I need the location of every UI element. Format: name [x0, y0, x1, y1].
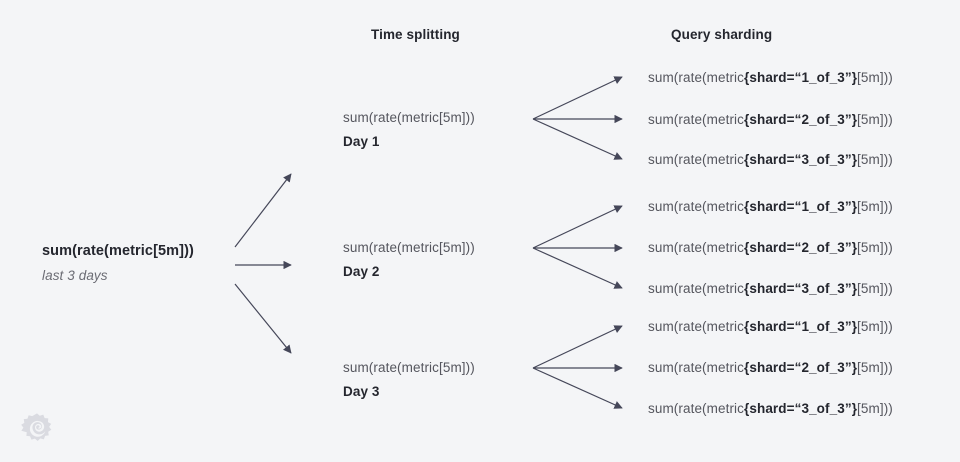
shard-query-row: sum(rate(metric{shard=“1_of_3”}[5m])): [648, 319, 893, 334]
day-2-label: Day 2: [343, 264, 380, 279]
column-header-query-sharding: Query sharding: [671, 27, 773, 42]
day-3-node: sum(rate(metric[5m])) Day 3: [343, 360, 475, 399]
shard-query-row: sum(rate(metric{shard=“3_of_3”}[5m])): [648, 152, 893, 167]
grafana-logo-watermark: [20, 412, 54, 446]
root-query-node: sum(rate(metric[5m])) last 3 days: [42, 243, 194, 283]
root-query-timerange: last 3 days: [42, 268, 108, 283]
shard-query-prefix: sum(rate(metric: [648, 152, 745, 167]
shard-query-row: sum(rate(metric{shard=“2_of_3”}[5m])): [648, 112, 893, 127]
day-3-label: Day 3: [343, 384, 380, 399]
shard-selector: {shard=“3_of_3”}: [744, 401, 858, 416]
edge-day-1-shard-1: [532, 76, 623, 120]
edge-day-3-shard-1: [532, 325, 623, 369]
shard-query-prefix: sum(rate(metric: [648, 360, 745, 375]
shard-query-prefix: sum(rate(metric: [648, 281, 745, 296]
day-1-node: sum(rate(metric[5m])) Day 1: [343, 110, 475, 149]
shard-query-suffix: [5m])): [857, 240, 893, 255]
shard-query-suffix: [5m])): [857, 281, 893, 296]
edge-day-2-shard-1: [532, 205, 623, 249]
shard-query-row: sum(rate(metric{shard=“2_of_3”}[5m])): [648, 240, 893, 255]
day-3-query-expression: sum(rate(metric[5m])): [343, 360, 475, 375]
shard-selector: {shard=“3_of_3”}: [744, 281, 858, 296]
shard-query-suffix: [5m])): [857, 360, 893, 375]
edge-root-to-day-1: [234, 173, 292, 248]
shard-query-prefix: sum(rate(metric: [648, 70, 745, 85]
shard-selector: {shard=“1_of_3”}: [744, 70, 858, 85]
shard-selector: {shard=“2_of_3”}: [744, 240, 858, 255]
shard-query-prefix: sum(rate(metric: [648, 319, 745, 334]
root-query-expression: sum(rate(metric[5m])): [42, 243, 194, 259]
shard-query-row: sum(rate(metric{shard=“1_of_3”}[5m])): [648, 199, 893, 214]
shard-selector: {shard=“1_of_3”}: [744, 319, 858, 334]
edge-day-2-shard-3: [532, 247, 623, 289]
shard-query-prefix: sum(rate(metric: [648, 401, 745, 416]
day-1-query-expression: sum(rate(metric[5m])): [343, 110, 475, 125]
day-2-query-expression: sum(rate(metric[5m])): [343, 240, 475, 255]
shard-query-row: sum(rate(metric{shard=“3_of_3”}[5m])): [648, 401, 893, 416]
shard-query-row: sum(rate(metric{shard=“1_of_3”}[5m])): [648, 70, 893, 85]
edge-day-1-shard-3: [532, 118, 623, 160]
shard-selector: {shard=“3_of_3”}: [744, 152, 858, 167]
edge-root-to-day-3: [234, 283, 292, 354]
column-header-time-splitting: Time splitting: [371, 27, 460, 42]
shard-selector: {shard=“2_of_3”}: [744, 112, 858, 127]
shard-query-suffix: [5m])): [857, 401, 893, 416]
shard-selector: {shard=“2_of_3”}: [744, 360, 858, 375]
shard-query-prefix: sum(rate(metric: [648, 112, 745, 127]
shard-query-prefix: sum(rate(metric: [648, 199, 745, 214]
shard-query-suffix: [5m])): [857, 319, 893, 334]
shard-query-suffix: [5m])): [857, 199, 893, 214]
shard-query-prefix: sum(rate(metric: [648, 240, 745, 255]
shard-query-row: sum(rate(metric{shard=“2_of_3”}[5m])): [648, 360, 893, 375]
shard-selector: {shard=“1_of_3”}: [744, 199, 858, 214]
shard-query-suffix: [5m])): [857, 152, 893, 167]
edge-day-3-shard-3: [532, 367, 623, 409]
shard-query-row: sum(rate(metric{shard=“3_of_3”}[5m])): [648, 281, 893, 296]
shard-query-suffix: [5m])): [857, 112, 893, 127]
day-1-label: Day 1: [343, 134, 380, 149]
day-2-node: sum(rate(metric[5m])) Day 2: [343, 240, 475, 279]
shard-query-suffix: [5m])): [857, 70, 893, 85]
